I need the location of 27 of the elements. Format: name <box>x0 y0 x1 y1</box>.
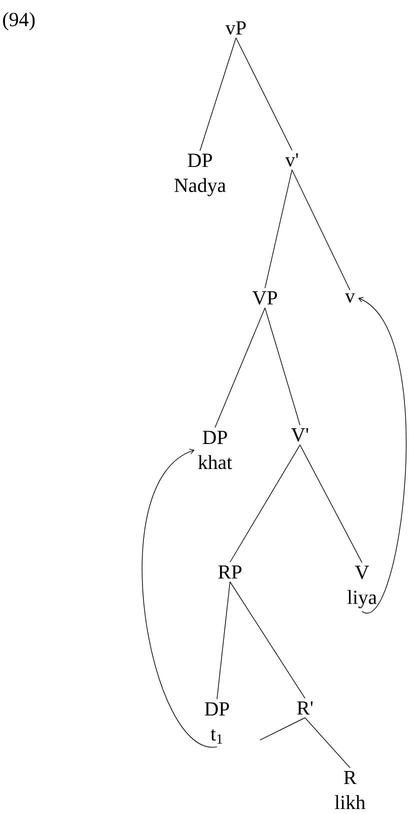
phrase-label: v' <box>285 153 298 167</box>
movement-arrow <box>142 448 218 748</box>
branch-line <box>214 308 266 428</box>
phrase-label: v <box>345 293 355 303</box>
phrase-label: RP <box>218 565 242 579</box>
phrase-label: vP <box>225 21 246 35</box>
phrase-label-with-word: DP t$_{1}$ <box>204 702 229 744</box>
phrase-label-with-word: V liya <box>347 566 377 608</box>
phrase-label: V' <box>291 428 308 442</box>
phrase-label: VP <box>252 291 277 305</box>
phrase-label: R' <box>297 701 313 715</box>
branch-line <box>292 170 350 290</box>
branch-line <box>200 38 236 151</box>
branch-line <box>230 444 300 563</box>
branch-line <box>216 581 230 700</box>
branch-line <box>304 717 350 768</box>
branch-line <box>300 444 362 563</box>
phrase-label-with-word: R likh <box>334 770 366 810</box>
branch-line <box>264 170 292 288</box>
branch-line <box>264 308 300 426</box>
phrase-label-with-word: DP Nadya <box>174 154 226 196</box>
movement-arrow <box>358 297 406 612</box>
branch-line <box>260 717 306 740</box>
example-number: (94) <box>3 12 35 30</box>
branch-line <box>230 581 306 699</box>
branch-line <box>236 38 292 151</box>
phrase-label-with-word: DP khat <box>198 430 232 470</box>
